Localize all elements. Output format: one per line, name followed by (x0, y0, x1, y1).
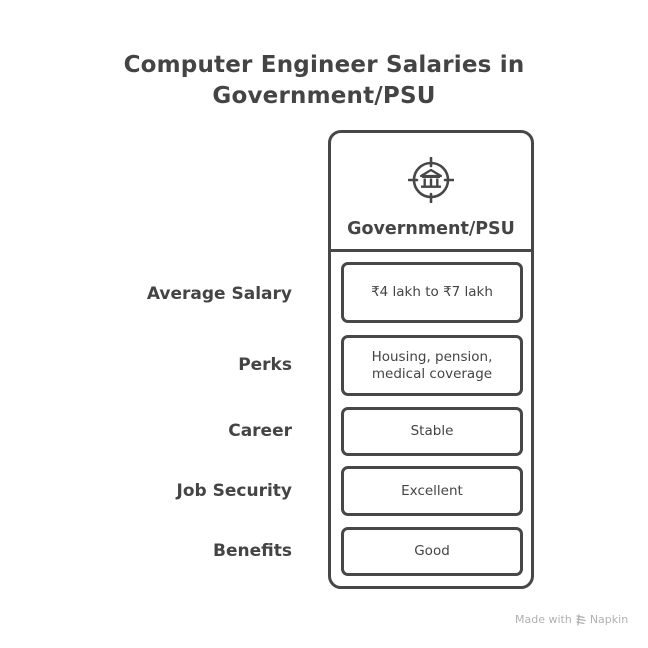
diagram-title: Computer Engineer Salaries in Government… (123, 52, 525, 109)
value-perks: Housing, pension, medical coverage (341, 335, 523, 396)
napkin-brand-text: Napkin (589, 613, 629, 626)
value-text: Excellent (401, 482, 463, 499)
government-building-target-icon (407, 156, 455, 204)
column-header-label: Government/PSU (347, 219, 515, 239)
value-job-security: Excellent (341, 466, 523, 516)
government-psu-column: Government/PSU (328, 130, 534, 589)
napkin-logo-icon (575, 613, 587, 626)
label-perks: Perks (238, 355, 292, 375)
column-header: Government/PSU (331, 133, 531, 252)
value-text: Stable (410, 423, 454, 439)
label-average-salary: Average Salary (146, 284, 292, 304)
made-with-text: Made with (515, 613, 572, 626)
label-benefits: Benefits (213, 541, 292, 561)
value-text: Housing, pension, medical coverage (371, 348, 493, 382)
value-benefits: Good (341, 527, 523, 576)
made-with-napkin-badge[interactable]: Made with Napkin (515, 613, 628, 626)
value-text: Good (414, 543, 450, 559)
label-career: Career (228, 421, 292, 441)
value-average-salary: ₹4 lakh to ₹7 lakh (341, 262, 523, 323)
label-job-security: Job Security (176, 481, 292, 501)
value-text: ₹4 lakh to ₹7 lakh (371, 284, 493, 300)
value-career: Stable (341, 407, 523, 456)
